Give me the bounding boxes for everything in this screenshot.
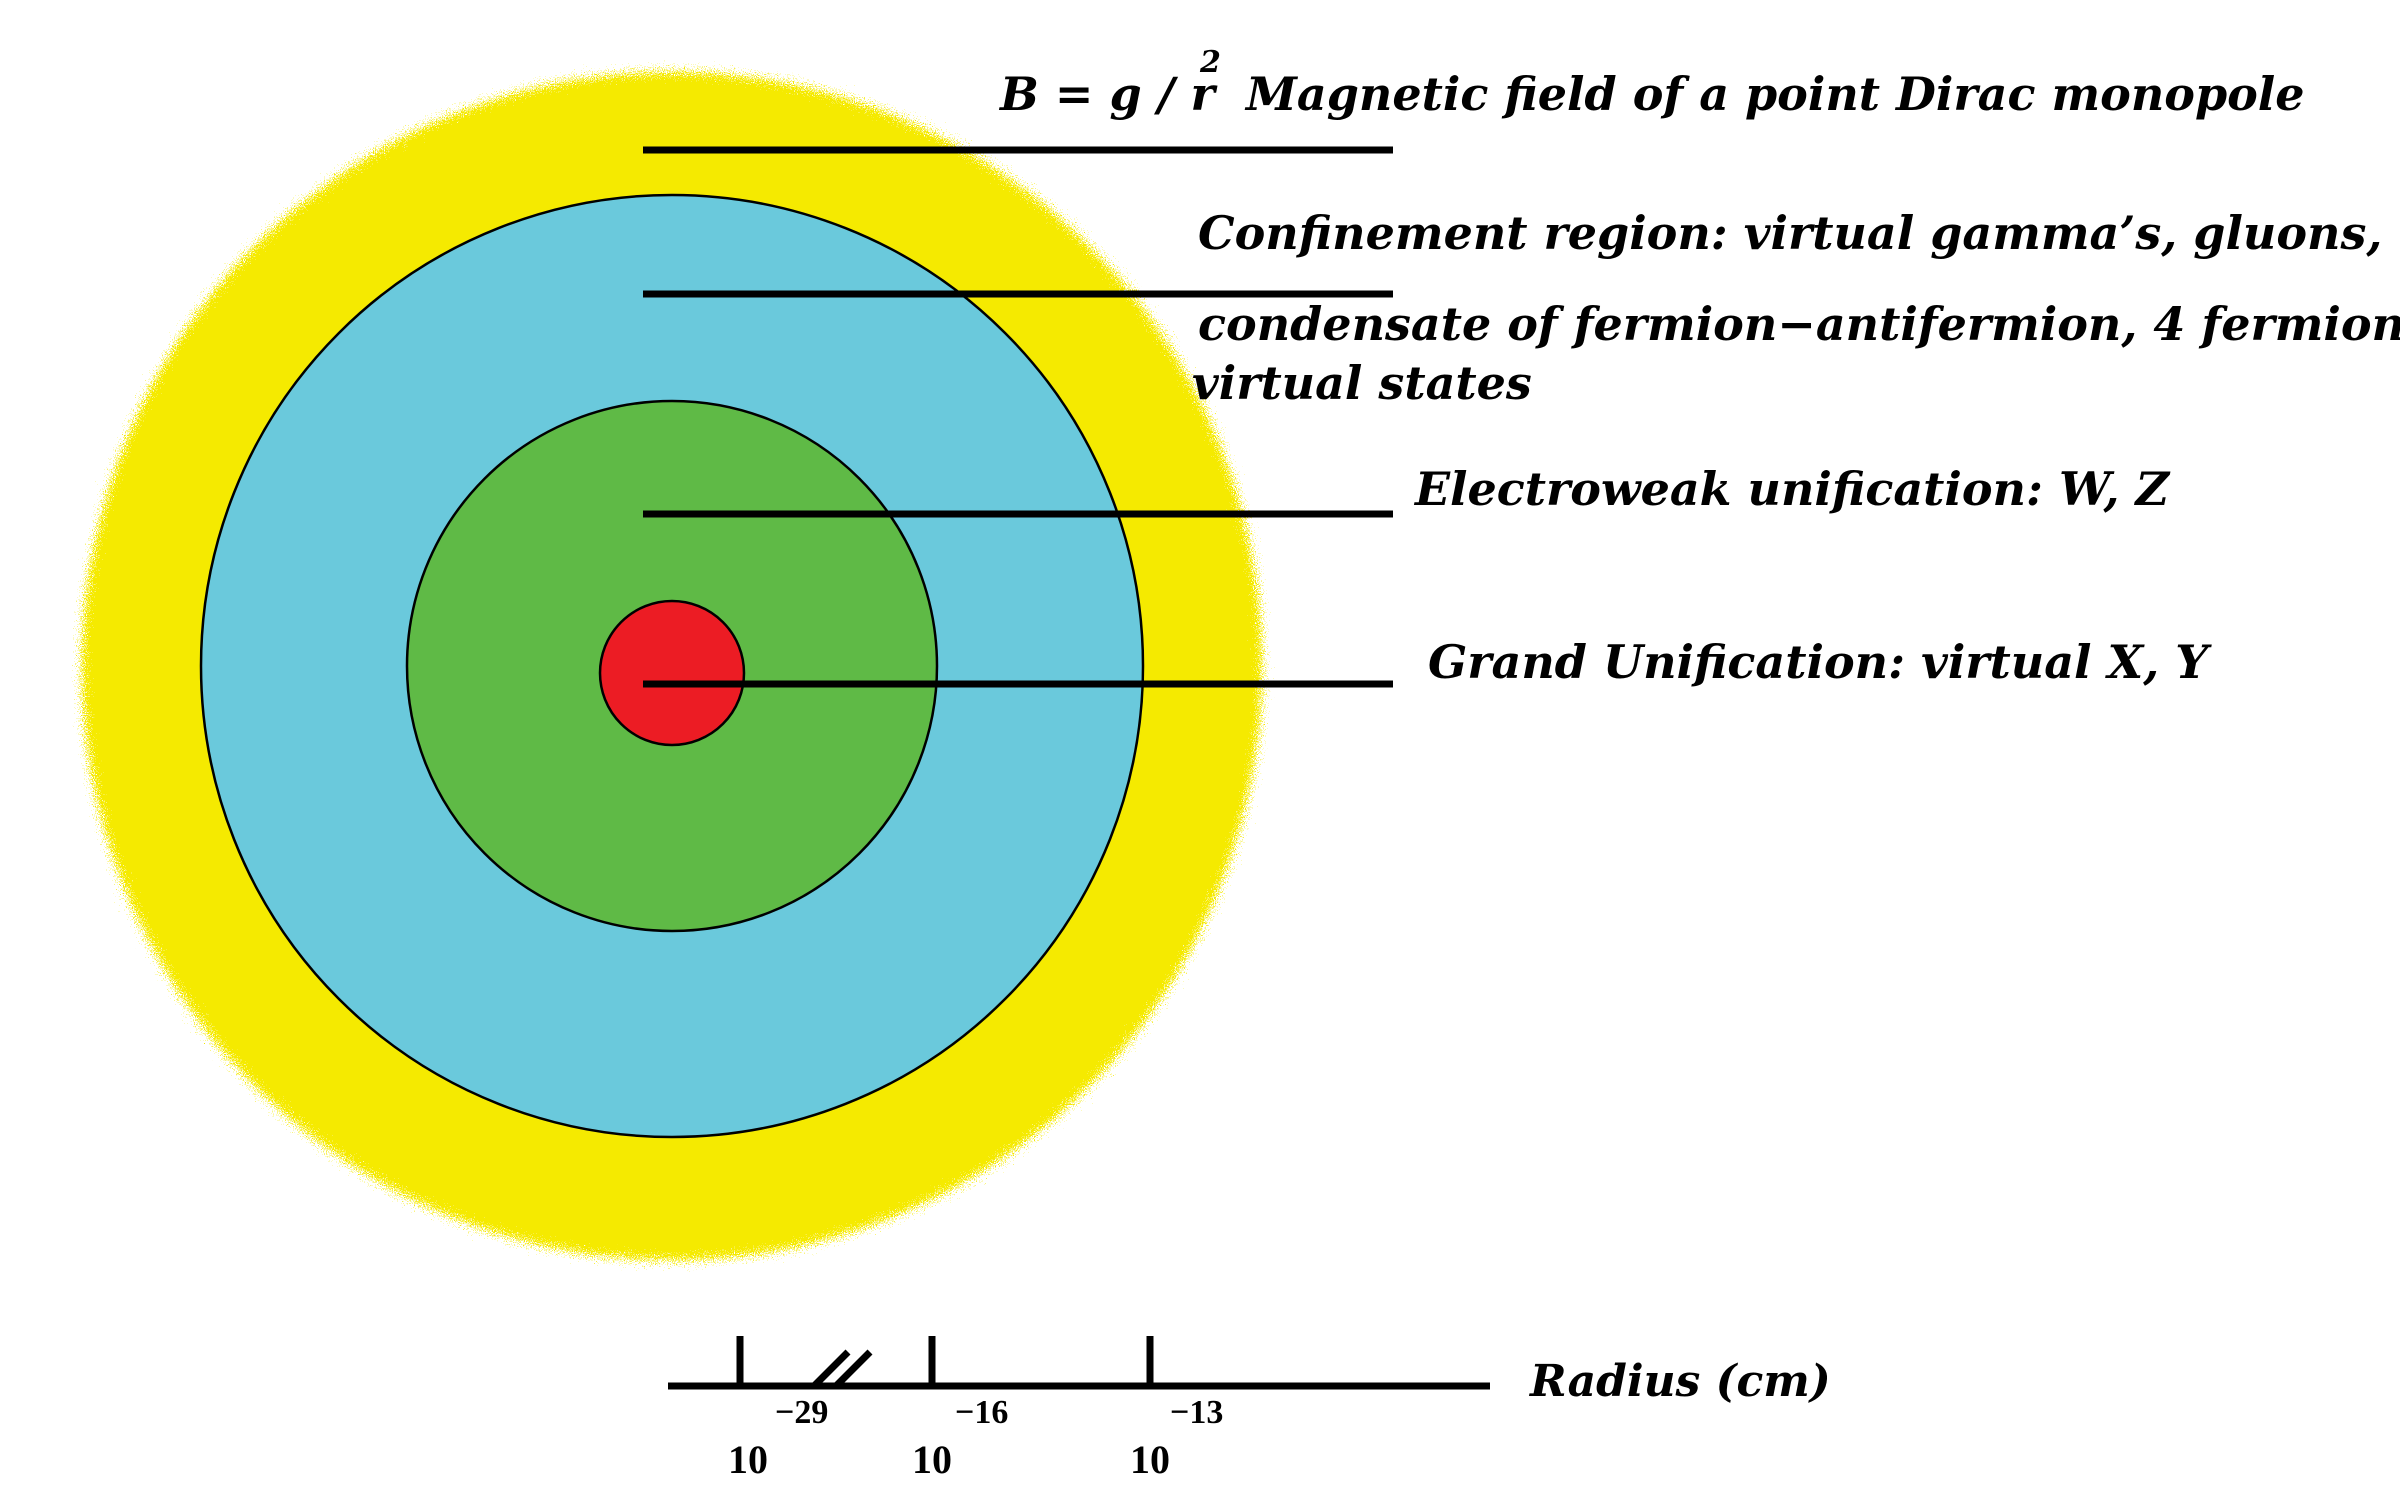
electroweak-label: Electroweak unification: W, Z [1413, 462, 2171, 516]
magnetic-field-formula: B = g / r [998, 67, 1218, 121]
radius-axis-label: Radius (cm) [1528, 1356, 1831, 1407]
confinement-label-line-2: condensate of fermion−antifermion, 4 fer… [1198, 297, 2400, 351]
radius-axis: −29 10 −16 10 −13 10 Radius (cm) [668, 1336, 1831, 1482]
radius-tick-3-base: 10 [1130, 1437, 1170, 1482]
magnetic-field-description: Magnetic field of a point Dirac monopole [1244, 67, 2305, 121]
confinement-label-line-3: virtual states [1192, 356, 1532, 410]
grand-unification-label: Grand Unification: virtual X, Y [1428, 635, 2212, 689]
confinement-label-line-1: Confinement region: virtual gamma’s, glu… [1198, 206, 2382, 260]
radius-tick-1-base: 10 [728, 1437, 768, 1482]
radius-axis-break-mark-1 [811, 1349, 851, 1389]
radius-tick-3-exponent: −13 [1170, 1394, 1223, 1431]
radius-axis-break-mark-2 [833, 1349, 873, 1389]
radius-tick-1-exponent: −29 [775, 1394, 828, 1431]
radius-tick-2-base: 10 [912, 1437, 952, 1482]
grand-unification-core-circle [598, 599, 746, 747]
radius-tick-2-exponent: −16 [955, 1394, 1008, 1431]
magnetic-field-formula-exponent: 2 [1199, 45, 1221, 80]
